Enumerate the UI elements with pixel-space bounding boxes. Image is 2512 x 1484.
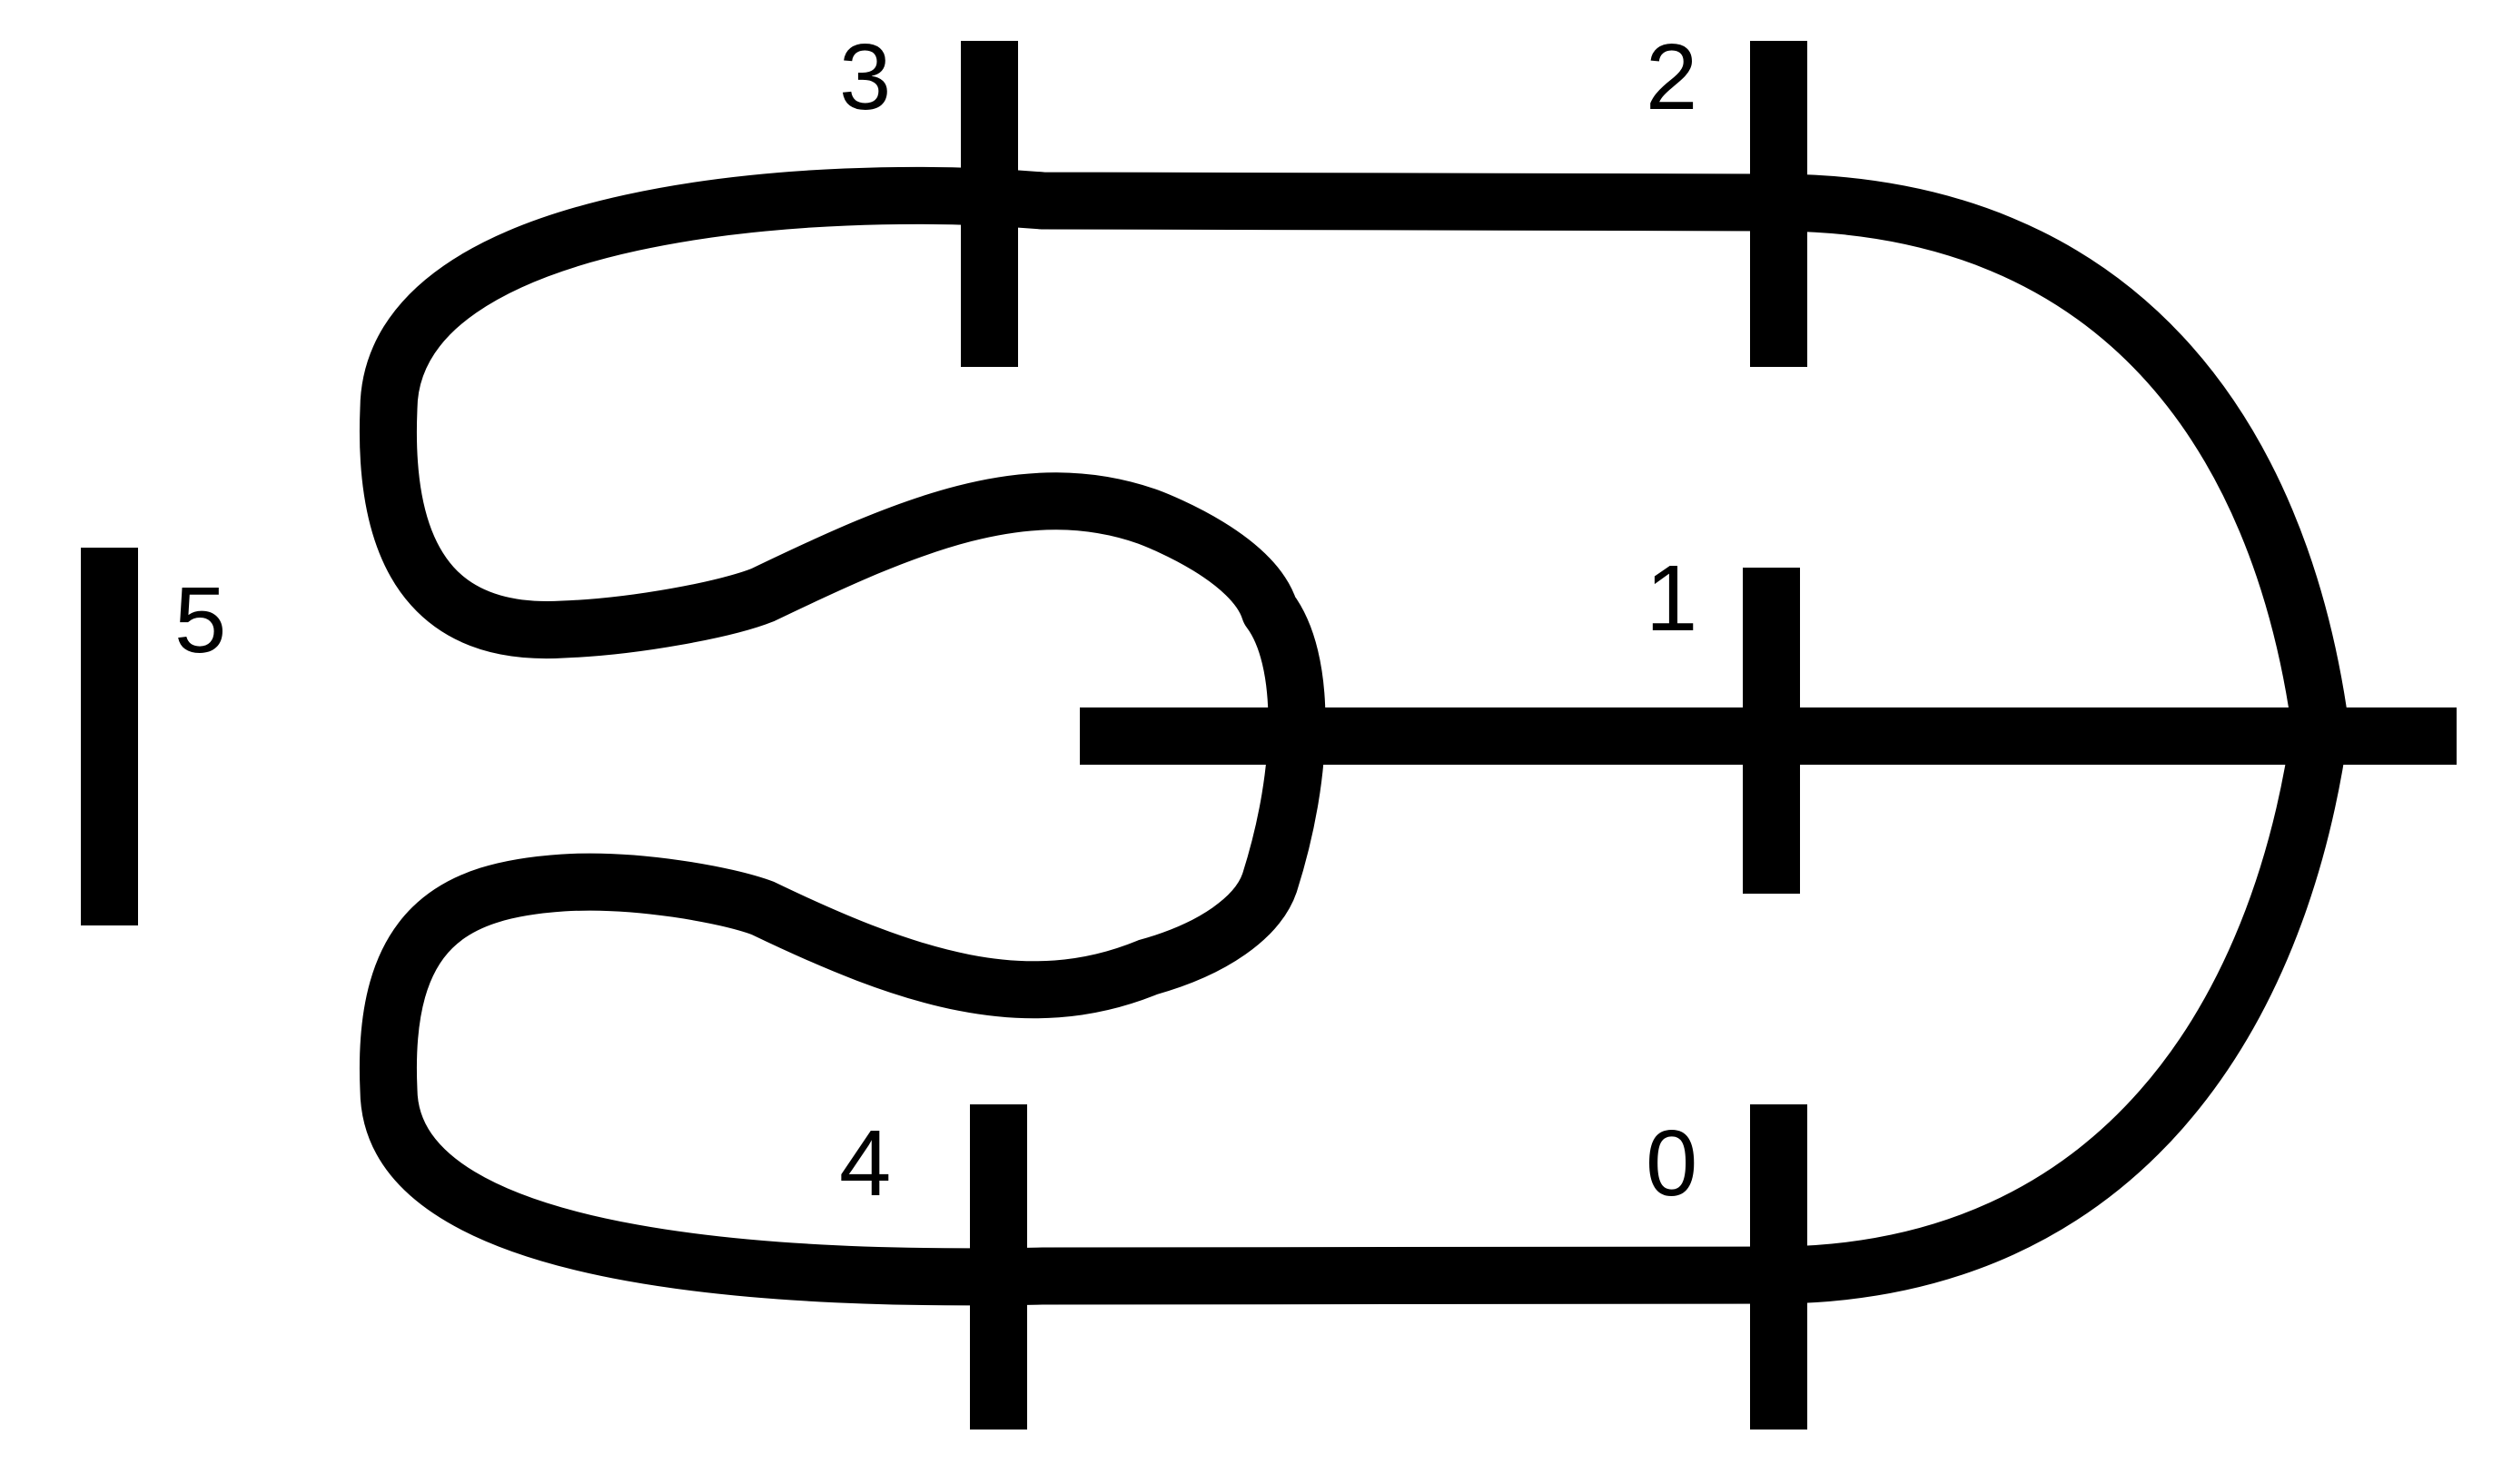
horizontal-bar	[1080, 707, 2457, 765]
bar-2	[1750, 41, 1807, 367]
label-0: 0	[1646, 1111, 1697, 1215]
closed-curve	[359, 166, 2349, 1306]
bar-0	[1750, 1104, 1807, 1430]
label-1: 1	[1646, 546, 1697, 650]
bar-4	[970, 1104, 1027, 1430]
label-2: 2	[1646, 25, 1697, 129]
bar-3	[961, 41, 1018, 367]
label-3: 3	[839, 25, 891, 129]
bar-5	[81, 548, 138, 925]
label-4: 4	[839, 1111, 891, 1215]
label-5: 5	[174, 568, 226, 672]
